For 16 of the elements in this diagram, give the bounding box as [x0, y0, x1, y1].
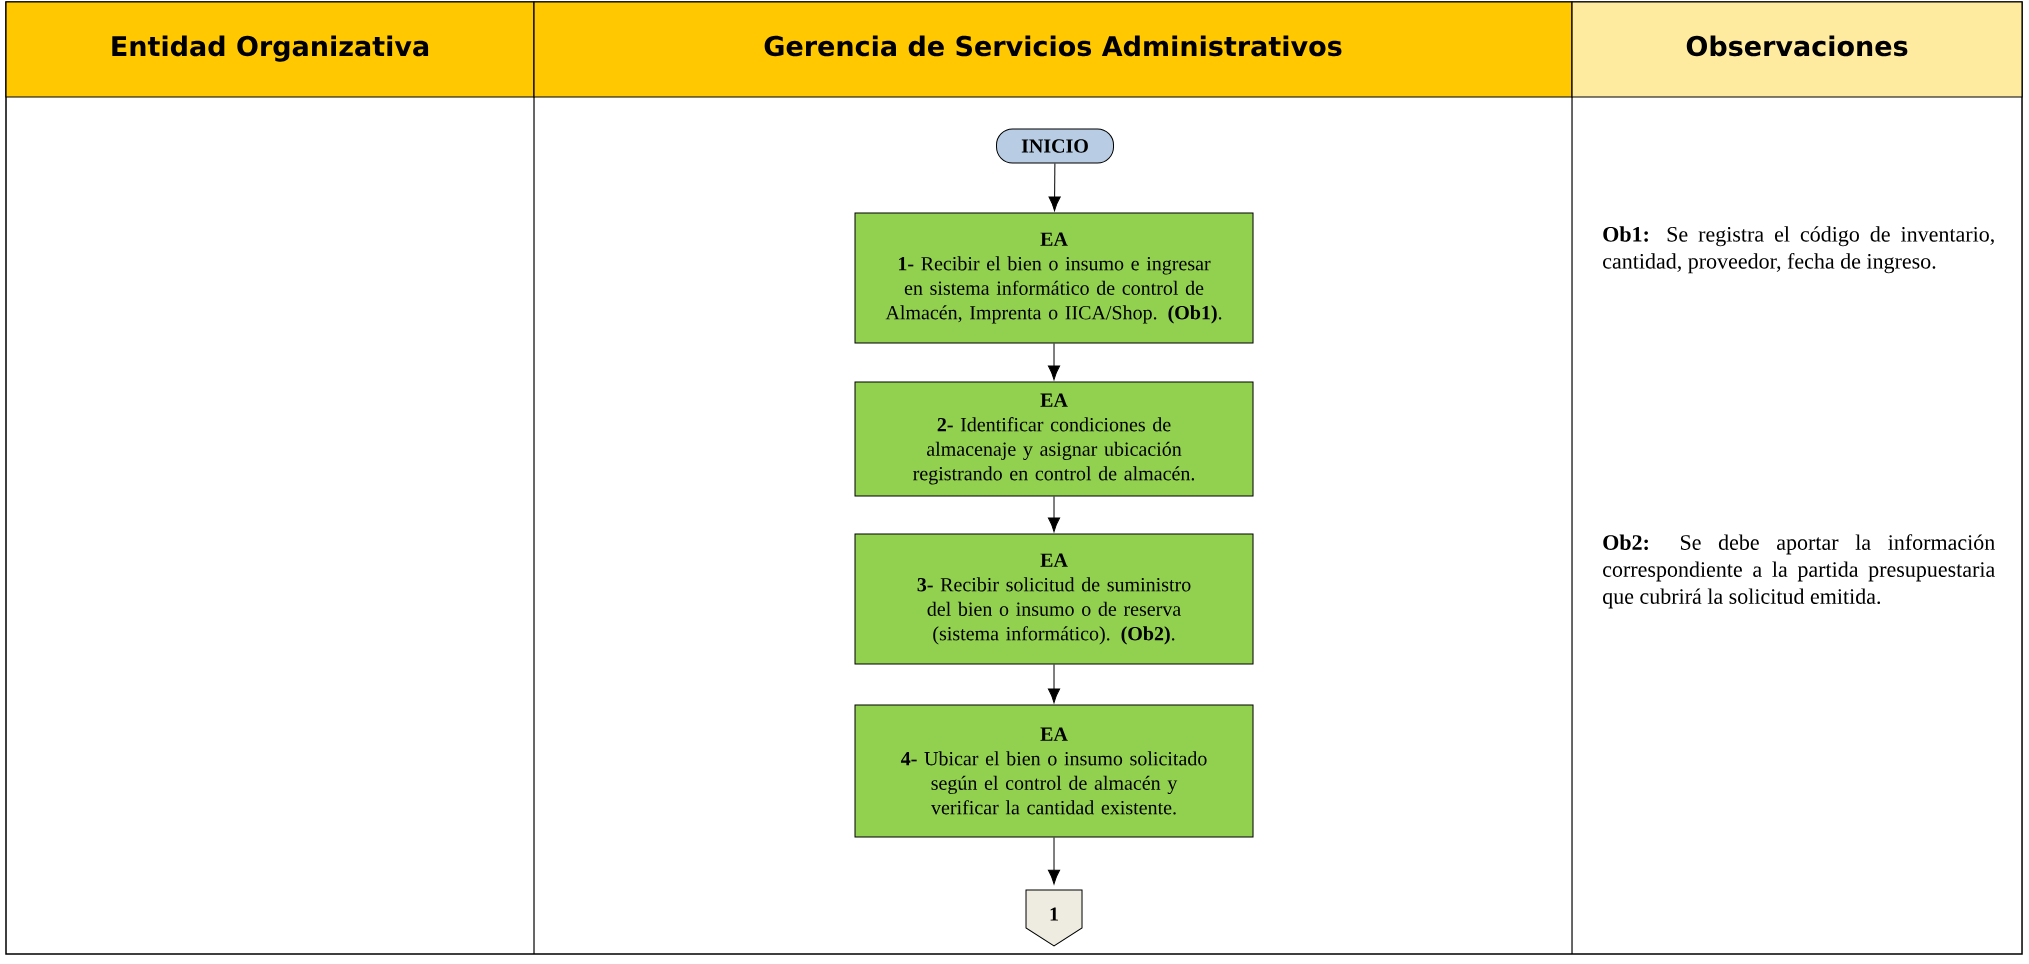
arrow [1047, 837, 1061, 885]
process-box: EA 1- Recibir el bien o insumo e ingresar en sistema informático de control de Almacén, Imprenta o IICA/Shop. (Ob1). [854, 212, 1254, 344]
start-terminal: INICIO [996, 128, 1114, 164]
process-box: EA 3- Recibir solicitud de suministro del bien o insumo o de reserva (sistema informático). (Ob2). [854, 533, 1254, 665]
column-header: Gerencia de Servicios Administrativos [533, 1, 1573, 98]
arrow [1047, 664, 1061, 704]
process-box: EA 4- Ubicar el bien o insumo solicitado según el control de almacén y verificar la cantidad existente. [854, 704, 1254, 838]
column-header: Observaciones [1571, 1, 2023, 98]
arrow [1047, 496, 1061, 533]
observation-note: Ob1: Se registra el código de inventario, cantidad, proveedor, fecha de ingreso. [1603, 226, 1994, 274]
arrow [1047, 343, 1061, 381]
off-page-connector: 1 [1025, 889, 1083, 947]
column-header: Entidad Organizativa [5, 1, 535, 98]
arrow [1048, 163, 1061, 212]
observation-note: Ob2: Se debe aportar la información correspondiente a la partida presupuestaria que cubrirá la solicitud emitida. [1603, 534, 1995, 609]
process-box: EA 2- Identificar condiciones de almacenaje y asignar ubicación registrando en control de almacén. [854, 381, 1254, 497]
